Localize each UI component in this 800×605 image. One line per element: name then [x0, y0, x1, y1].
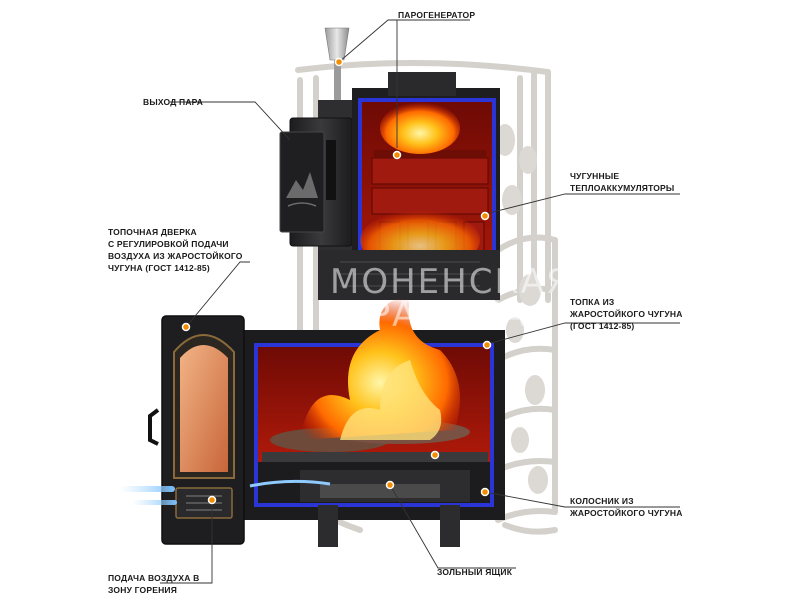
- label-ash-box: ЗОЛЬНЫЙ ЯЩИК: [437, 566, 512, 578]
- label-ash-box-text: ЗОЛЬНЫЙ ЯЩИК: [437, 567, 513, 577]
- marker-air-supply: [207, 495, 217, 505]
- label-steam-outlet-text: ВЫХОД ПАРА: [143, 97, 204, 107]
- label-grate-line-1: КОЛОСНИК ИЗ: [570, 496, 634, 506]
- markers: [181, 57, 492, 505]
- firebox-door: [148, 315, 245, 545]
- upper-chamber: [352, 72, 500, 300]
- neck: [318, 250, 500, 300]
- label-firebox-door-line-2: С РЕГУЛИРОВКОЙ ПОДАЧИ: [108, 239, 229, 249]
- watermark-line-2: КЕРАМИКА: [320, 295, 528, 335]
- label-heat-accumulators-line-1: ЧУГУННЫЕ: [570, 171, 620, 181]
- label-heat-accumulators: ЧУГУННЫЕ ТЕПЛОАККУМУЛЯТОРЫ: [570, 170, 674, 194]
- lower-firebox: [240, 296, 505, 547]
- leader-lines: [160, 19, 680, 584]
- marker-ash-box: [385, 480, 395, 490]
- marker-firebox-flow: [430, 450, 440, 460]
- label-steam-generator-text: ПАРОГЕНЕРАТОР: [398, 10, 476, 20]
- label-firebox-door: ТОПОЧНАЯ ДВЕРКА С РЕГУЛИРОВКОЙ ПОДАЧИ ВО…: [108, 226, 243, 274]
- label-air-supply-line-2: ЗОНУ ГОРЕНИЯ: [108, 585, 178, 595]
- steam-pipe: [324, 27, 350, 130]
- label-air-supply: ПОДАЧА ВОЗДУХА В ЗОНУ ГОРЕНИЯ: [108, 572, 199, 596]
- marker-heat-accumulators: [480, 211, 490, 221]
- label-firebox-line-2: ЖАРОСТОЙКОГО ЧУГУНА: [570, 309, 683, 319]
- label-firebox: ТОПКА ИЗ ЖАРОСТОЙКОГО ЧУГУНА (ГОСТ 1412-…: [570, 296, 683, 332]
- marker-firebox-door: [181, 322, 191, 332]
- marker-steam-generator: [334, 57, 344, 67]
- label-steam-outlet: ВЫХОД ПАРА: [143, 96, 203, 108]
- label-firebox-line-3: (ГОСТ 1412-85): [570, 321, 635, 331]
- label-firebox-door-line-3: ВОЗДУХА ИЗ ЖАРОСТОЙКОГО: [108, 251, 243, 261]
- label-firebox-door-line-1: ТОПОЧНАЯ ДВЕРКА: [108, 227, 197, 237]
- watermark-line-1: МОНЕНСКАЯ: [330, 262, 572, 302]
- air-flow: [120, 479, 331, 505]
- label-grate: КОЛОСНИК ИЗ ЖАРОСТОЙКОГО ЧУГУНА: [570, 495, 683, 519]
- label-steam-generator: ПАРОГЕНЕРАТОР: [398, 9, 475, 21]
- label-firebox-line-1: ТОПКА ИЗ: [570, 297, 615, 307]
- label-firebox-door-line-4: ЧУГУНА (ГОСТ 1412-85): [108, 263, 210, 273]
- marker-grate: [480, 487, 490, 497]
- label-grate-line-2: ЖАРОСТОЙКОГО ЧУГУНА: [570, 508, 683, 518]
- label-air-supply-line-1: ПОДАЧА ВОЗДУХА В: [108, 573, 200, 583]
- marker-firebox: [482, 340, 492, 350]
- marker-steam-outlet: [392, 150, 402, 160]
- label-heat-accumulators-line-2: ТЕПЛОАККУМУЛЯТОРЫ: [570, 183, 675, 193]
- steam-generator-box: [279, 100, 366, 250]
